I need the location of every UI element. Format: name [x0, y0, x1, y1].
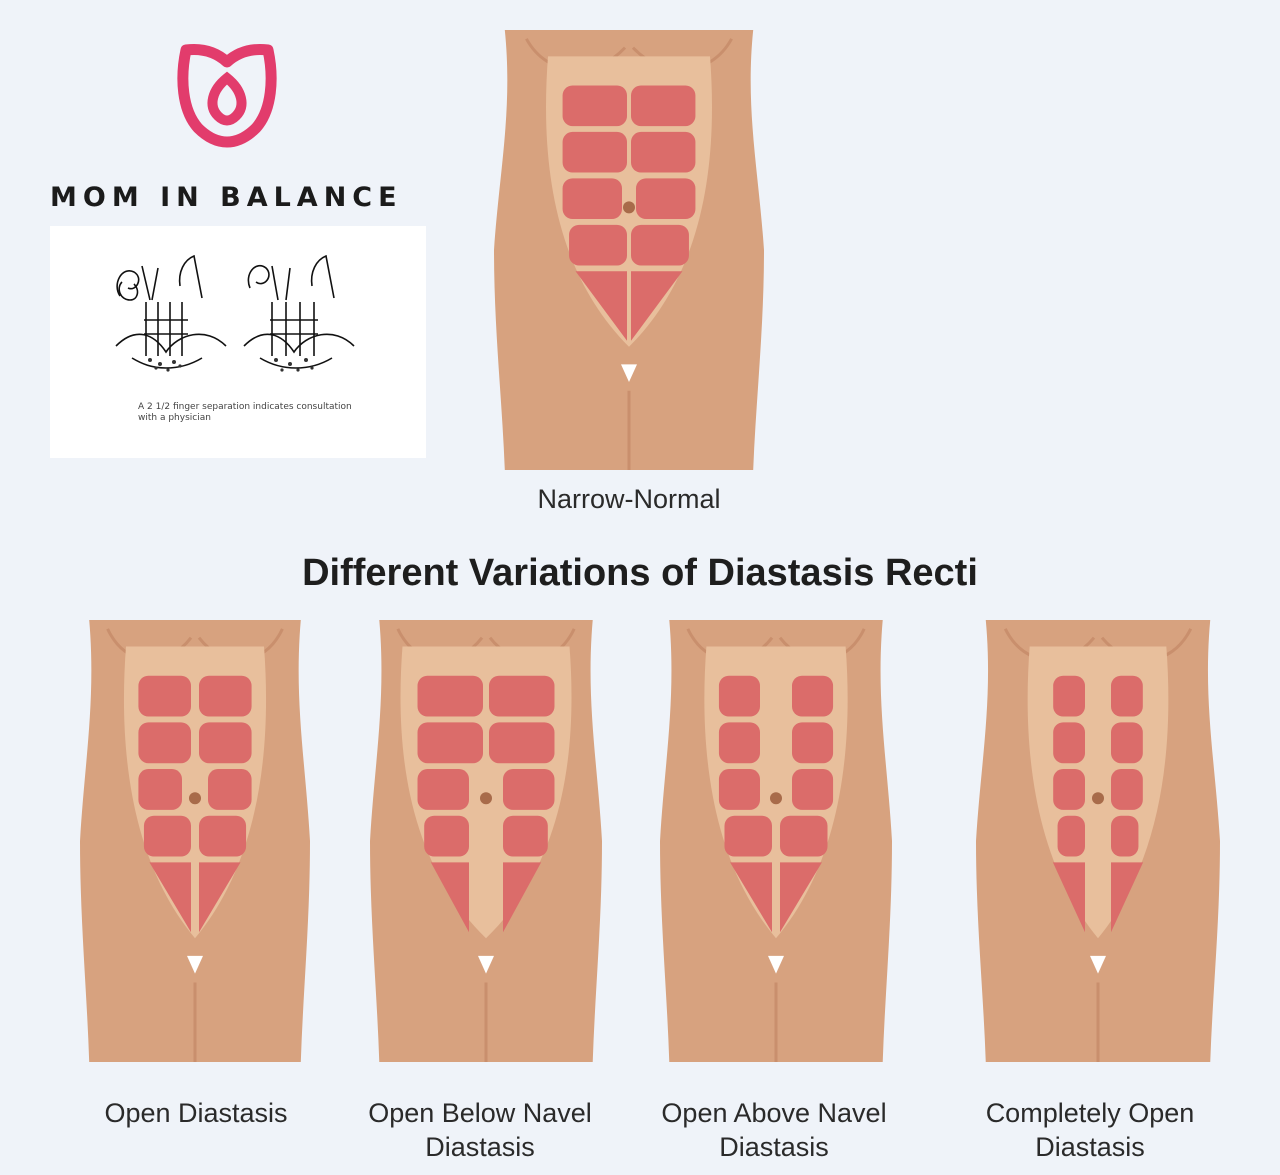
navel-dot	[770, 792, 782, 805]
navel-dot	[189, 792, 201, 805]
brand-logo: MOM IN BALANCE	[40, 30, 420, 213]
sketch-caption: A 2 1/2 finger separation indicates cons…	[138, 402, 352, 423]
label-open-above-navel: Open Above Navel Diastasis	[661, 1098, 887, 1162]
rectus-block-right	[631, 224, 689, 266]
rectus-block-left	[562, 178, 622, 220]
rectus-block-left	[724, 815, 772, 857]
rectus-block-right	[199, 722, 252, 764]
rectus-block-left	[417, 769, 469, 810]
figure-narrow-normal	[494, 30, 764, 470]
rectus-lower-right	[780, 862, 822, 933]
rectus-block-left	[562, 85, 627, 127]
rectus-block-left	[138, 722, 191, 764]
rectus-lower-left	[430, 862, 469, 933]
rectus-block-right	[199, 675, 252, 717]
rectus-block-right	[208, 769, 252, 810]
figure-open-below-navel	[370, 620, 602, 1062]
rectus-block-right	[792, 769, 834, 810]
groin-mark	[478, 955, 494, 974]
navel-dot	[480, 792, 492, 805]
rectus-block-right	[631, 85, 696, 127]
label-open-below-navel: Open Below Navel Diastasis	[368, 1098, 592, 1162]
label-open-diastasis: Open Diastasis	[104, 1098, 288, 1128]
tulip-logo-icon	[177, 44, 277, 148]
rectus-lower-right	[631, 271, 683, 341]
rectus-block-right	[489, 675, 555, 717]
finger-test-sketch: A 2 1/2 finger separation indicates cons…	[50, 226, 426, 458]
rectus-lower-left	[149, 862, 191, 933]
rectus-block-left	[562, 131, 627, 173]
rectus-block-right	[780, 815, 828, 857]
rectus-block-right	[631, 131, 696, 173]
rectus-block-left	[1053, 722, 1085, 764]
rectus-block-left	[1053, 675, 1085, 717]
rectus-block-left	[417, 675, 483, 717]
rectus-block-left	[417, 722, 483, 764]
rectus-block-left	[718, 769, 760, 810]
rectus-block-left	[138, 769, 182, 810]
groin-mark	[621, 364, 637, 382]
rectus-block-left	[1057, 815, 1085, 857]
rectus-block-left	[424, 815, 469, 857]
main-title: Different Variations of Diastasis Recti	[302, 552, 978, 594]
brand-name: MOM IN BALANCE	[50, 182, 403, 213]
rectus-block-right	[1111, 769, 1143, 810]
rectus-block-right	[792, 675, 834, 717]
rectus-block-right	[503, 815, 548, 857]
label-completely-open: Completely Open Diastasis	[985, 1098, 1195, 1162]
rectus-block-right	[1111, 722, 1143, 764]
rectus-block-right	[1111, 815, 1139, 857]
rectus-block-left	[569, 224, 627, 266]
rectus-block-right	[1111, 675, 1143, 717]
label-narrow-normal: Narrow-Normal	[537, 484, 721, 514]
groin-mark	[187, 955, 203, 974]
rectus-lower-right	[199, 862, 241, 933]
rectus-block-right	[792, 722, 834, 764]
rectus-block-left	[718, 675, 760, 717]
rectus-block-right	[199, 815, 247, 857]
groin-mark	[768, 955, 784, 974]
rectus-block-left	[138, 675, 191, 717]
rectus-block-right	[503, 769, 555, 810]
figure-completely-open	[976, 620, 1220, 1062]
figure-open-diastasis	[80, 620, 310, 1062]
rectus-lower-left	[575, 271, 627, 341]
hand-sketch-illustration	[115, 254, 355, 372]
rectus-block-left	[718, 722, 760, 764]
figure-open-above-navel	[660, 620, 892, 1062]
rectus-block-left	[143, 815, 191, 857]
navel-dot	[623, 201, 635, 214]
rectus-block-right	[636, 178, 696, 220]
navel-dot	[1092, 792, 1104, 805]
rectus-block-right	[489, 722, 555, 764]
groin-mark	[1090, 955, 1106, 974]
rectus-block-left	[1053, 769, 1085, 810]
